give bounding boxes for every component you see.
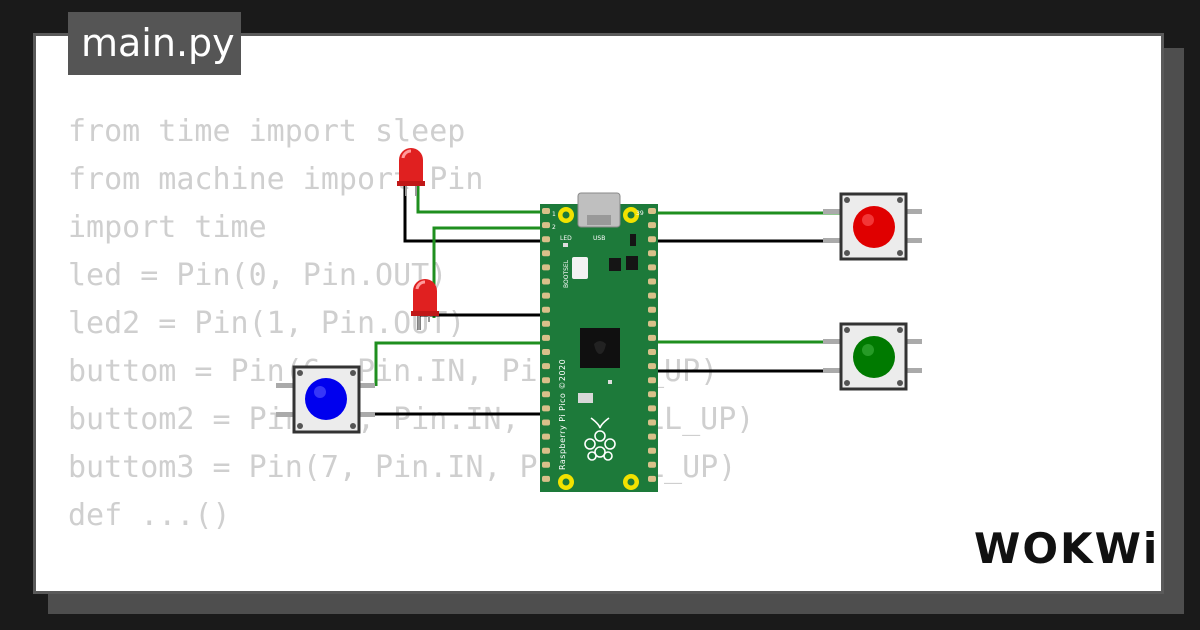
header-pin	[542, 433, 550, 440]
pin-1-label: 1	[552, 211, 556, 218]
header-pin	[648, 208, 656, 214]
header-pin	[648, 391, 656, 398]
header-pin	[648, 278, 656, 285]
header-pin	[542, 349, 550, 355]
header-pin	[648, 250, 656, 257]
pico-left-pins	[542, 208, 550, 482]
header-pin	[542, 278, 550, 285]
board-silkscreen: Raspberry Pi Pico ©2020	[558, 359, 567, 470]
header-pin	[542, 236, 550, 243]
header-pin	[648, 334, 656, 341]
red-push-button[interactable]	[823, 192, 922, 261]
green-push-button[interactable]	[823, 322, 922, 391]
header-pin	[542, 320, 550, 327]
header-pin	[648, 236, 656, 243]
header-pin	[542, 405, 550, 412]
header-pin	[648, 349, 656, 355]
header-pin	[648, 419, 656, 426]
blue-push-button[interactable]	[276, 365, 375, 434]
code-line: led2 = Pin(1, Pin.OUT)	[68, 306, 466, 341]
header-pin	[542, 250, 550, 257]
header-pin	[648, 292, 656, 299]
header-pin	[648, 363, 656, 370]
code-line: from machine import Pin	[68, 162, 484, 197]
red-led-2[interactable]	[411, 279, 439, 330]
header-pin	[542, 447, 550, 454]
wire-blue-button-signal	[374, 341, 550, 386]
header-pin	[542, 475, 550, 482]
header-pin	[648, 461, 656, 468]
bootsel-label: BOOTSEL	[563, 259, 570, 288]
file-tab-main-py[interactable]: main.py	[68, 12, 241, 75]
header-pin	[542, 363, 550, 370]
header-pin	[648, 264, 656, 271]
wire-led1-anode	[416, 185, 550, 214]
pin-2-label: 2	[552, 224, 556, 231]
header-pin	[542, 292, 550, 299]
header-pin	[542, 334, 550, 341]
wire-led2-cathode	[417, 313, 550, 330]
header-pin	[648, 222, 656, 229]
raspberry-pi-pico-board[interactable]: 1 2 39 LED USB BOOTSEL Raspberry Pi Pico…	[540, 192, 658, 492]
header-pin	[542, 461, 550, 468]
pin-39-label: 39	[636, 210, 644, 217]
bootsel-button[interactable]	[572, 257, 588, 279]
header-pin	[648, 405, 656, 412]
header-pin	[648, 320, 656, 327]
header-pin	[648, 447, 656, 454]
led-label: LED	[560, 235, 572, 242]
header-pin	[542, 377, 550, 384]
wire-led1-cathode	[403, 185, 550, 243]
header-pin	[542, 306, 550, 313]
pico-right-pins	[648, 208, 656, 482]
wokwi-logo: WOKWi	[974, 524, 1160, 573]
header-pin	[542, 391, 550, 398]
usb-label: USB	[593, 235, 605, 242]
code-line: from time import sleep	[68, 114, 466, 149]
header-pin	[648, 377, 656, 384]
header-pin	[542, 208, 550, 214]
header-pin	[542, 264, 550, 271]
code-line: def ...()	[68, 498, 231, 533]
header-pin	[648, 475, 656, 482]
code-line: led = Pin(0, Pin.OUT)	[68, 258, 448, 293]
header-pin	[542, 419, 550, 426]
header-pin	[648, 306, 656, 313]
header-pin	[542, 222, 550, 229]
header-pin	[648, 433, 656, 440]
raspberry-pi-logo-icon	[584, 417, 616, 461]
red-led-1[interactable]	[397, 148, 425, 196]
code-line: import time	[68, 210, 267, 245]
